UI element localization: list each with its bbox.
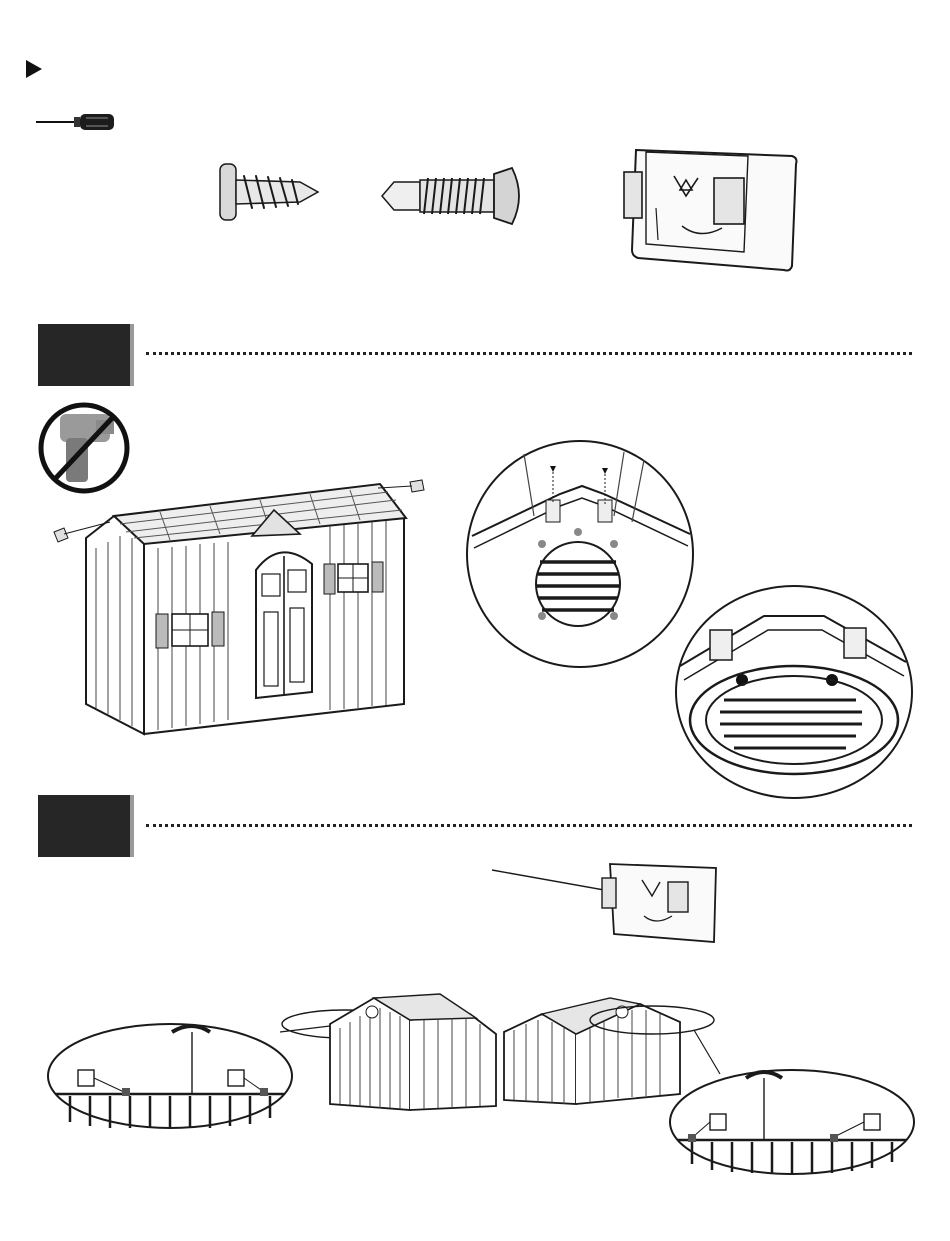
bracket-detail-left — [46, 1022, 296, 1132]
bracket-detail-right — [668, 1066, 916, 1176]
step-number-box — [38, 324, 130, 386]
shed-front-illustration — [50, 478, 430, 750]
bracket-callout-icon — [492, 860, 722, 946]
shed-rear-illustrations — [280, 994, 720, 1112]
step-divider — [146, 352, 912, 355]
screwdriver-icon — [36, 112, 118, 132]
play-triangle-icon — [26, 60, 44, 80]
drill-screw-icon — [380, 164, 528, 228]
bracket-icon — [616, 144, 800, 274]
step-number-box — [38, 795, 130, 857]
vent-detail-lower — [674, 584, 914, 804]
step-divider — [146, 824, 912, 827]
vent-detail-upper — [464, 438, 696, 670]
wood-screw-icon — [218, 162, 322, 224]
